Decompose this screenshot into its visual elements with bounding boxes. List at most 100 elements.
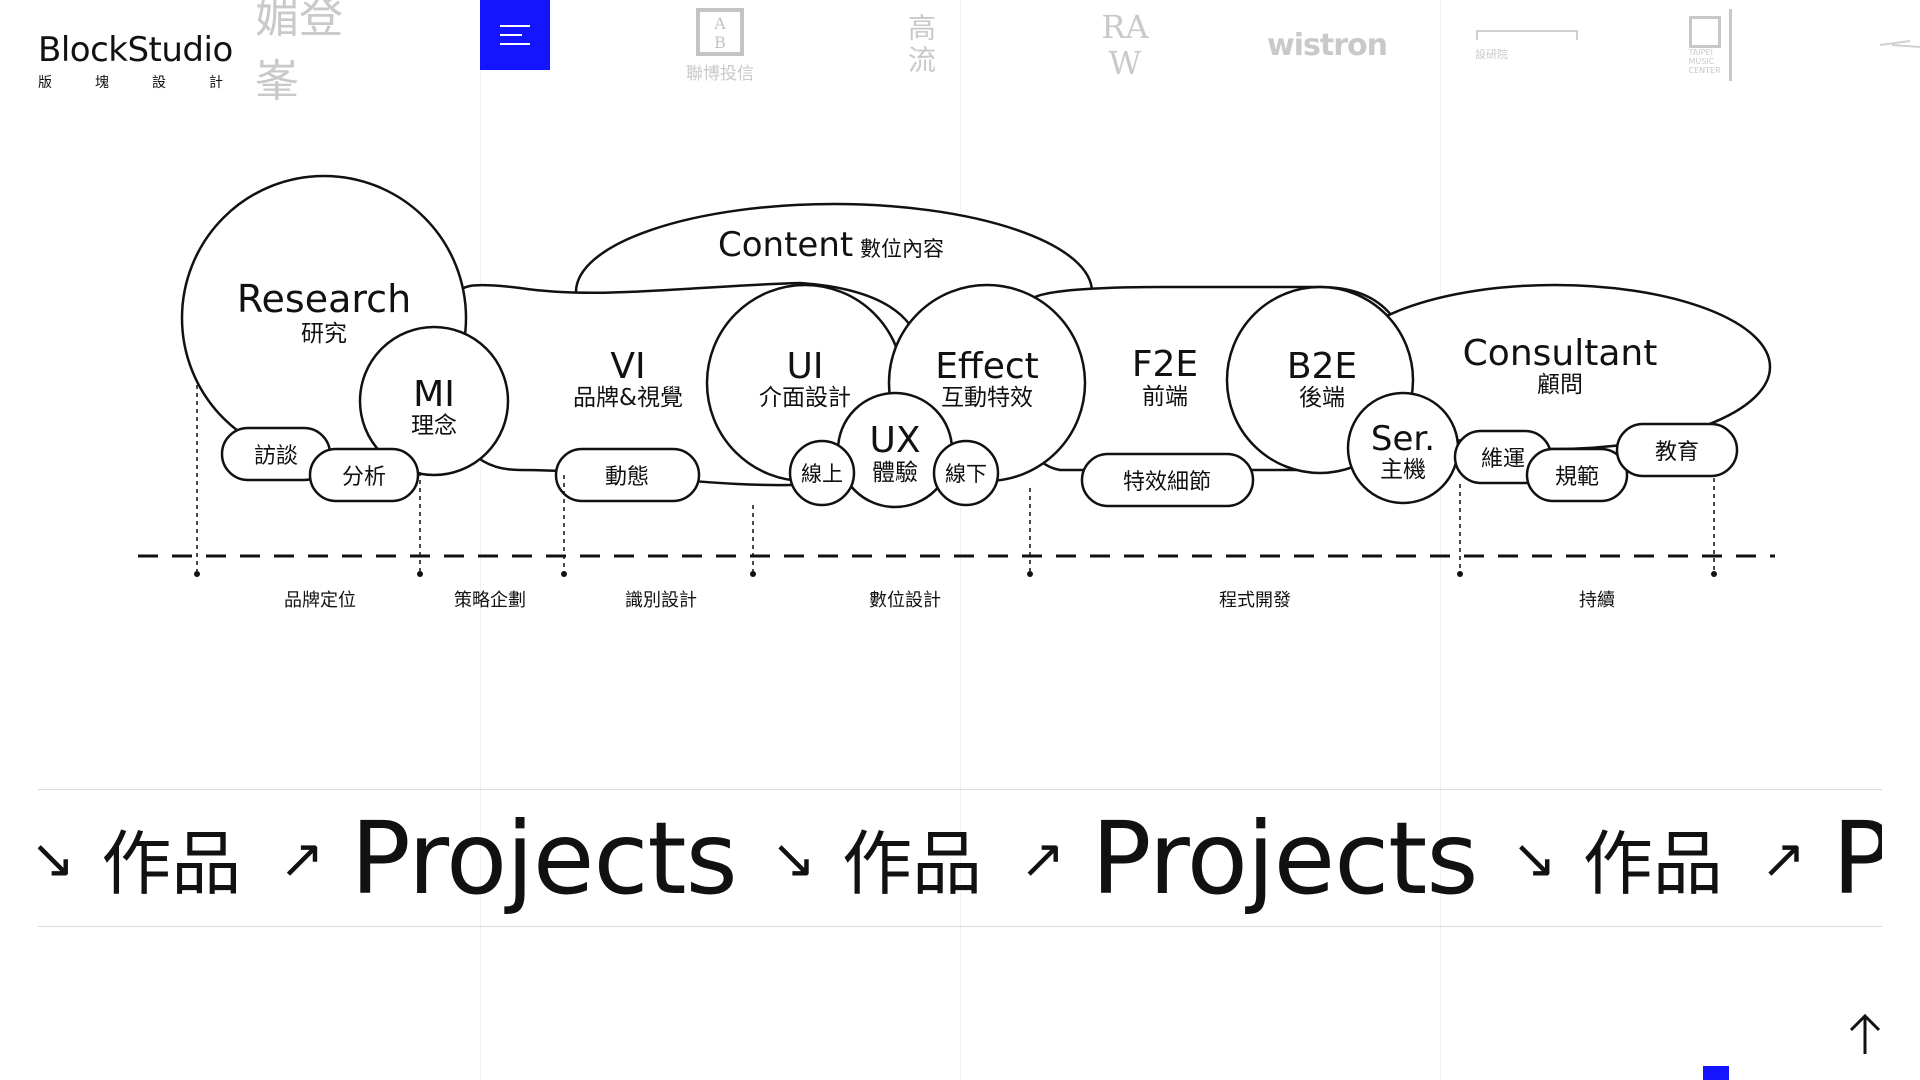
arrow-up-icon — [1849, 1013, 1881, 1054]
phase-dot — [750, 571, 756, 577]
ux-label-zh: 體驗 — [872, 460, 918, 486]
accent-square — [1703, 1066, 1729, 1080]
arrow-down-right-icon: ↘ — [38, 827, 75, 890]
svg-text:B: B — [714, 33, 726, 52]
consultant-label-en: Consultant — [1463, 333, 1658, 374]
phase-dot — [561, 571, 567, 577]
research-label-zh: 研究 — [301, 321, 347, 347]
analysis-label: 分析 — [342, 465, 386, 490]
ui-label-en: UI — [787, 346, 824, 387]
online-label: 線上 — [801, 462, 843, 486]
back-to-top-button[interactable] — [1840, 1008, 1890, 1058]
b2e-label-zh: 後端 — [1299, 385, 1345, 411]
client-logo: TAIPEI MUSIC CENTER — [1688, 0, 1768, 90]
phase-label: 識別設計 — [625, 590, 697, 611]
ser-label-zh: 主機 — [1380, 457, 1426, 483]
phase-label: 持續 — [1579, 590, 1615, 611]
interview-label: 訪談 — [254, 444, 298, 469]
frame-logo-icon — [1476, 30, 1578, 40]
research-label-en: Research — [237, 277, 411, 321]
projects-label-zh: 作品 — [101, 822, 242, 905]
logo-sub-char: 計 — [209, 75, 223, 91]
client-logo-text: RA W — [1101, 8, 1149, 82]
client-logo: 高流 — [895, 0, 945, 90]
consultant-label-zh: 顧問 — [1537, 372, 1583, 398]
phase-dot — [1711, 571, 1717, 577]
education-label: 教育 — [1655, 440, 1699, 465]
projects-label-en[interactable]: Projects — [350, 799, 738, 917]
client-logo-text: wistron — [1267, 27, 1388, 63]
arrow-up-right-icon: ↗ — [279, 826, 325, 890]
offline-label: 線下 — [945, 462, 987, 486]
client-logo-text: 媚登峯 — [255, 0, 343, 107]
ui-label-zh: 介面設計 — [759, 385, 851, 411]
client-logo-text: TAIPEI MUSIC CENTER — [1688, 47, 1721, 75]
mi-label-en: MI — [413, 374, 455, 415]
vi-label-zh: 品牌&視覺 — [573, 385, 683, 411]
content-label-zh: 數位內容 — [860, 237, 944, 261]
menu-icon — [500, 34, 522, 36]
grid-line — [480, 0, 481, 1080]
effects-detail-pill — [1080, 452, 1255, 508]
logo-sub-char: 塊 — [95, 75, 109, 91]
f2e-label-en: F2E — [1132, 344, 1198, 385]
client-logo-text: 設研院 — [1475, 48, 1508, 61]
mi-circle — [358, 325, 510, 477]
analysis-pill — [308, 447, 420, 503]
effect-label-zh: 互動特效 — [941, 385, 1033, 411]
projects-label-zh: 作品 — [842, 822, 982, 905]
phase-dot — [1457, 571, 1463, 577]
maintenance-label: 維運 — [1481, 447, 1525, 472]
phase-label: 數位設計 — [869, 590, 941, 611]
standards-label: 規範 — [1555, 465, 1599, 490]
service-diagram: Content 數位內容 Research 研究 MI 理念 VI 品牌&視覺 … — [138, 174, 1775, 611]
ser-label-en: Ser. — [1371, 419, 1435, 459]
client-logo-text: 聯博投信 — [686, 63, 754, 84]
client-logo-text: 高流 — [904, 13, 937, 77]
menu-icon — [500, 25, 530, 27]
offline-pill — [932, 439, 1000, 507]
standards-pill — [1525, 447, 1629, 503]
marquee-track: ↘ 作品 ↗ Projects ↘ 作品 ↗ Projects ↘ 作品 ↗ P… — [38, 790, 1882, 926]
menu-button[interactable] — [480, 0, 550, 70]
client-logo: 設研院 — [1475, 0, 1585, 90]
phase-dot — [194, 571, 200, 577]
client-logo — [1870, 0, 1920, 90]
phase-label: 品牌定位 — [284, 590, 356, 611]
logo-title: BlockStudio — [38, 30, 233, 70]
phase-label: 策略企劃 — [454, 590, 526, 611]
projects-label-zh: 作品 — [1582, 822, 1723, 905]
logo-subtitle: 版 塊 設 計 — [38, 72, 223, 92]
arrow-down-right-icon: ↘ — [1511, 826, 1557, 890]
grid-line — [960, 0, 961, 1080]
client-logo: 媚登峯 — [255, 0, 375, 107]
site-logo[interactable]: BlockStudio 版 塊 設 計 — [38, 30, 233, 92]
projects-label-en[interactable]: Projects — [1832, 800, 1882, 917]
mi-label-zh: 理念 — [411, 413, 457, 439]
ux-label-en: UX — [869, 420, 920, 461]
logo-sub-char: 版 — [38, 75, 52, 91]
projects-marquee[interactable]: ↘ 作品 ↗ Projects ↘ 作品 ↗ Projects ↘ 作品 ↗ P… — [38, 789, 1882, 927]
projects-label-en[interactable]: Projects — [1091, 799, 1478, 917]
phase-dot — [1027, 571, 1033, 577]
grid-line — [1440, 0, 1441, 1080]
content-label-en: Content — [718, 225, 853, 265]
svg-text:A: A — [713, 14, 726, 33]
online-pill — [788, 439, 856, 507]
client-logo: RA W — [1090, 0, 1160, 90]
arrow-down-right-icon: ↘ — [770, 826, 816, 890]
client-logo: A B 聯博投信 — [675, 0, 765, 90]
education-pill — [1615, 422, 1739, 478]
vi-label-en: VI — [610, 346, 645, 387]
ab-logo-icon: A B — [696, 7, 744, 56]
client-logo-icon — [1879, 40, 1920, 48]
phase-label: 程式開發 — [1219, 590, 1291, 611]
effects-detail-label: 特效細節 — [1123, 470, 1211, 495]
effect-label-en: Effect — [935, 346, 1039, 387]
f2e-label-zh: 前端 — [1142, 384, 1188, 410]
phase-dot — [417, 571, 423, 577]
client-logo: wistron — [1262, 0, 1392, 90]
motion-pill — [554, 447, 701, 503]
menu-icon — [500, 43, 530, 45]
b2e-label-en: B2E — [1287, 346, 1357, 387]
